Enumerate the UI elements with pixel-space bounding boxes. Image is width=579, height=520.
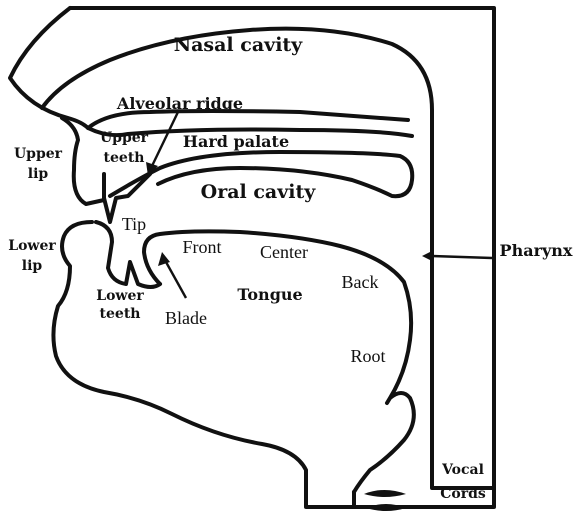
blade-arrow xyxy=(166,262,186,298)
label-vocal-line1: Vocal xyxy=(441,462,484,478)
label-hard-palate: Hard palate xyxy=(183,132,289,151)
lower-lip-outline xyxy=(53,222,354,507)
alveolar-ridge-arrow xyxy=(152,112,178,166)
label-alveolar-ridge: Alveolar ridge xyxy=(116,94,243,113)
label-vocal-line2: Cords xyxy=(440,486,486,502)
label-oral-cavity: Oral cavity xyxy=(201,181,317,203)
label-lower-lip-line2: lip xyxy=(22,258,43,274)
head-outline xyxy=(10,8,494,507)
vocal-cords-shape xyxy=(364,490,406,511)
pharynx-arrow xyxy=(432,256,492,258)
label-lower-teeth-line2: teeth xyxy=(100,306,141,322)
label-center: Center xyxy=(260,242,308,262)
label-tongue: Tongue xyxy=(237,285,302,304)
label-tip: Tip xyxy=(122,214,146,234)
label-nasal-cavity: Nasal cavity xyxy=(174,34,303,56)
pharynx-arrow-head xyxy=(422,250,434,262)
label-pharynx: Pharynx xyxy=(500,241,573,260)
label-upper-lip-line2: lip xyxy=(28,166,49,182)
label-upper-teeth-line2: teeth xyxy=(104,150,145,166)
label-root: Root xyxy=(350,346,385,366)
label-upper-teeth-line1: Upper xyxy=(100,130,149,146)
label-lower-teeth-line1: Lower xyxy=(96,288,144,304)
label-lower-lip-line1: Lower xyxy=(8,238,56,254)
label-back: Back xyxy=(342,272,379,292)
label-front: Front xyxy=(182,237,221,257)
label-blade: Blade xyxy=(165,308,207,328)
label-upper-lip-line1: Upper xyxy=(14,146,63,162)
